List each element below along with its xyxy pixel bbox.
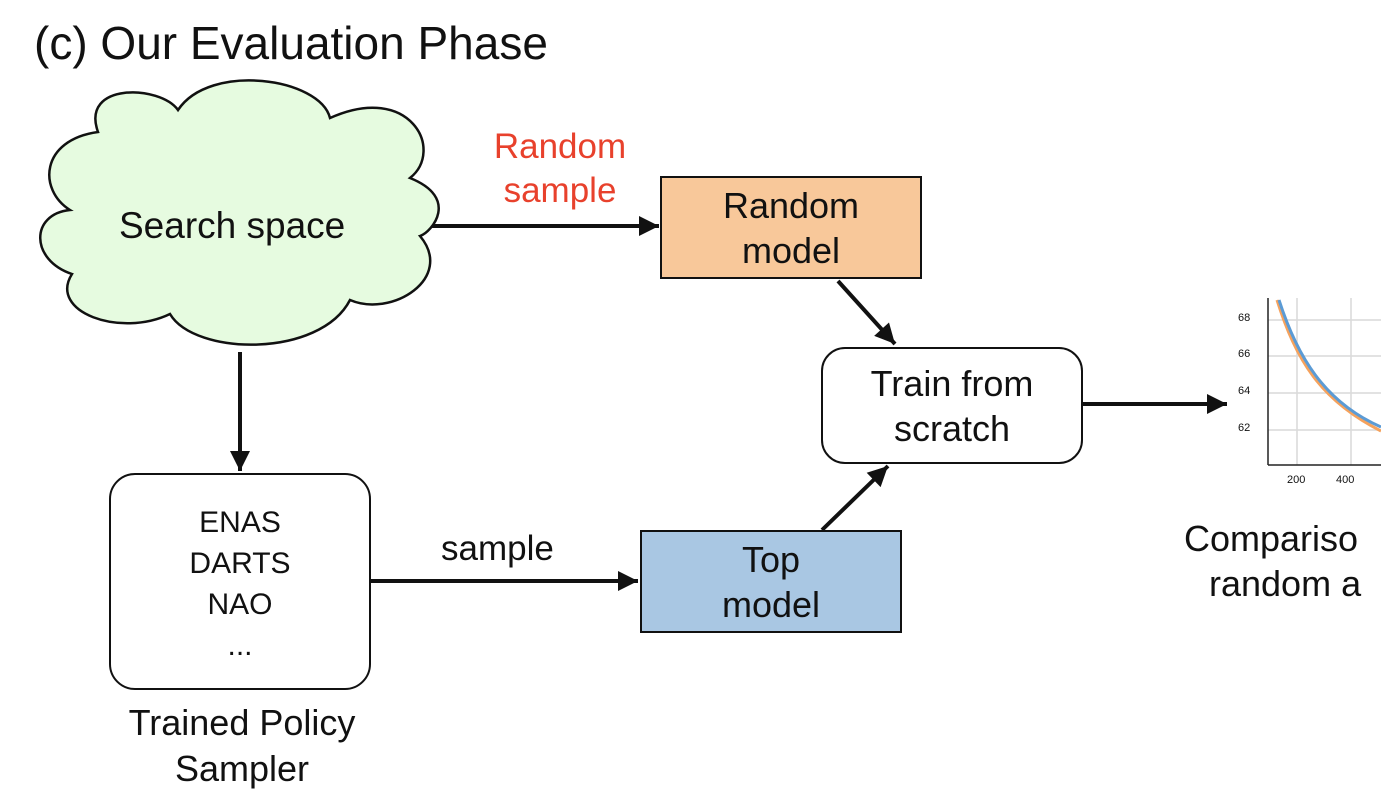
thumbnail-ytick: 64 (1238, 385, 1251, 397)
train-from-scratch-label: Train from scratch (870, 363, 1034, 449)
sampler-caption: Trained Policy Sampler (128, 702, 356, 789)
train-from-scratch-box (821, 347, 1083, 464)
arrow-random-model-to-train (836, 279, 897, 346)
random-model-label: Random model (722, 185, 860, 271)
thumbnail-ytick: 68 (1238, 312, 1251, 324)
comparison-caption-line-1: Compariso (1184, 518, 1359, 559)
sampler-method-list: ENAS DARTS NAO ... (109, 502, 371, 666)
thumbnail-series-orange (1275, 299, 1381, 433)
top-model-label: Top model (721, 539, 821, 625)
thumbnail-xtick: 200 (1287, 474, 1306, 486)
sampler-item-ellipsis: ... (227, 629, 253, 662)
comparison-caption-line-2: random a (1209, 563, 1362, 604)
policy-sampler-box (109, 473, 371, 690)
thumbnail-ytick: 62 (1238, 422, 1251, 434)
search-space-label: Search space (119, 205, 346, 246)
random-sample-label: Random sample (493, 127, 627, 210)
arrow-top-model-to-train (820, 464, 890, 532)
top-model-box (640, 530, 902, 633)
comparison-thumbnail (1267, 298, 1381, 466)
thumbnail-series-blue (1277, 299, 1381, 429)
thumbnail-xtick: 400 (1336, 474, 1355, 486)
sample-label: sample (441, 529, 554, 568)
sampler-item-darts: DARTS (189, 547, 291, 580)
random-model-box (660, 176, 922, 279)
sampler-item-nao: NAO (207, 588, 273, 621)
thumbnail-ytick: 66 (1238, 348, 1251, 360)
sampler-item-enas: ENAS (199, 506, 281, 539)
diagram-title: (c) Our Evaluation Phase (34, 17, 548, 69)
search-space-cloud (39, 79, 440, 346)
